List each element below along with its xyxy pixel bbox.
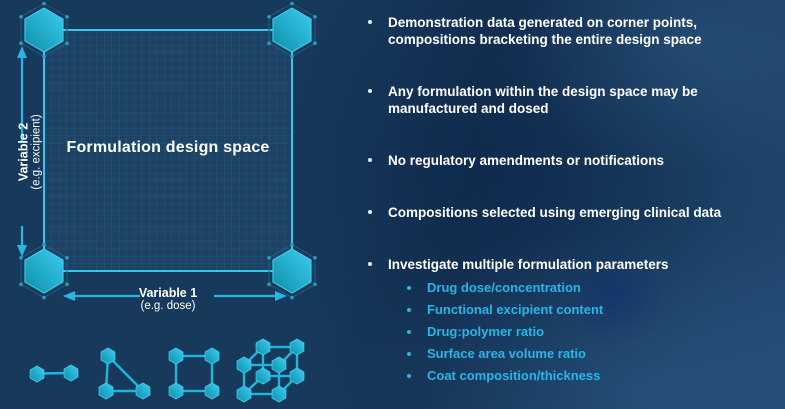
x-axis-label: Variable 1 (e.g. dose) (44, 286, 292, 313)
sub-bullet-marker (407, 330, 411, 334)
list-item: No regulatory amendments or notification… (356, 152, 778, 169)
three-point-triangle-design-icon (98, 347, 151, 400)
list-item: Functional excipient content (356, 302, 778, 318)
bullet-marker (368, 89, 372, 93)
sub-bullet-text: Surface area volume ratio (427, 346, 586, 361)
bullet-text: Any formulation within the design space … (388, 84, 698, 116)
eight-point-cube-design-icon (236, 338, 305, 403)
bullet-text: Demonstration data generated on corner p… (388, 15, 702, 47)
sub-bullet-marker (407, 286, 411, 290)
bullet-marker (368, 210, 372, 214)
sub-bullet-text: Drug dose/concentration (427, 280, 581, 295)
list-item: Investigate multiple formulation paramet… (356, 256, 778, 384)
bullet-list-panel: Demonstration data generated on corner p… (356, 14, 778, 390)
sub-bullet-marker (407, 374, 411, 378)
bullet-text: No regulatory amendments or notification… (388, 153, 665, 168)
sub-bullet-text: Coat composition/thickness (427, 368, 601, 383)
bullet-text: Investigate multiple formulation paramet… (388, 257, 669, 272)
sub-bullet-marker (407, 308, 411, 312)
x-axis-arrow (63, 291, 287, 301)
design-space-title: Formulation design space (66, 139, 270, 156)
list-item: Compositions selected using emerging cli… (356, 204, 778, 221)
x-axis-variable: Variable 1 (138, 286, 198, 300)
bullet-text: Compositions selected using emerging cli… (388, 205, 722, 220)
sub-bullet-text: Functional excipient content (427, 302, 604, 317)
bullet-marker (368, 262, 372, 266)
design-space-square (43, 29, 293, 272)
four-point-square-design-icon (168, 347, 220, 400)
y-axis-arrow (17, 46, 27, 257)
y-axis-variable: Variable 2 (16, 122, 31, 182)
bullet-marker (368, 158, 372, 162)
sub-bullet-text: Drug:polymer ratio (427, 324, 545, 339)
list-item: Surface area volume ratio (356, 346, 778, 362)
list-item: Any formulation within the design space … (356, 83, 778, 117)
main-bullet-list: Demonstration data generated on corner p… (356, 14, 778, 384)
list-item: Drug:polymer ratio (356, 324, 778, 340)
sub-bullet-list: Drug dose/concentration Functional excip… (356, 280, 778, 384)
list-item: Coat composition/thickness (356, 368, 778, 384)
sub-bullet-marker (407, 352, 411, 356)
list-item: Demonstration data generated on corner p… (356, 14, 778, 48)
y-axis-example: (e.g. excipient) (30, 114, 43, 190)
two-point-line-design-icon (29, 364, 79, 383)
x-axis-example: (e.g. dose) (140, 300, 196, 312)
bullet-marker (368, 20, 372, 24)
design-space-diagram (17, 1, 318, 403)
list-item: Drug dose/concentration (356, 280, 778, 296)
